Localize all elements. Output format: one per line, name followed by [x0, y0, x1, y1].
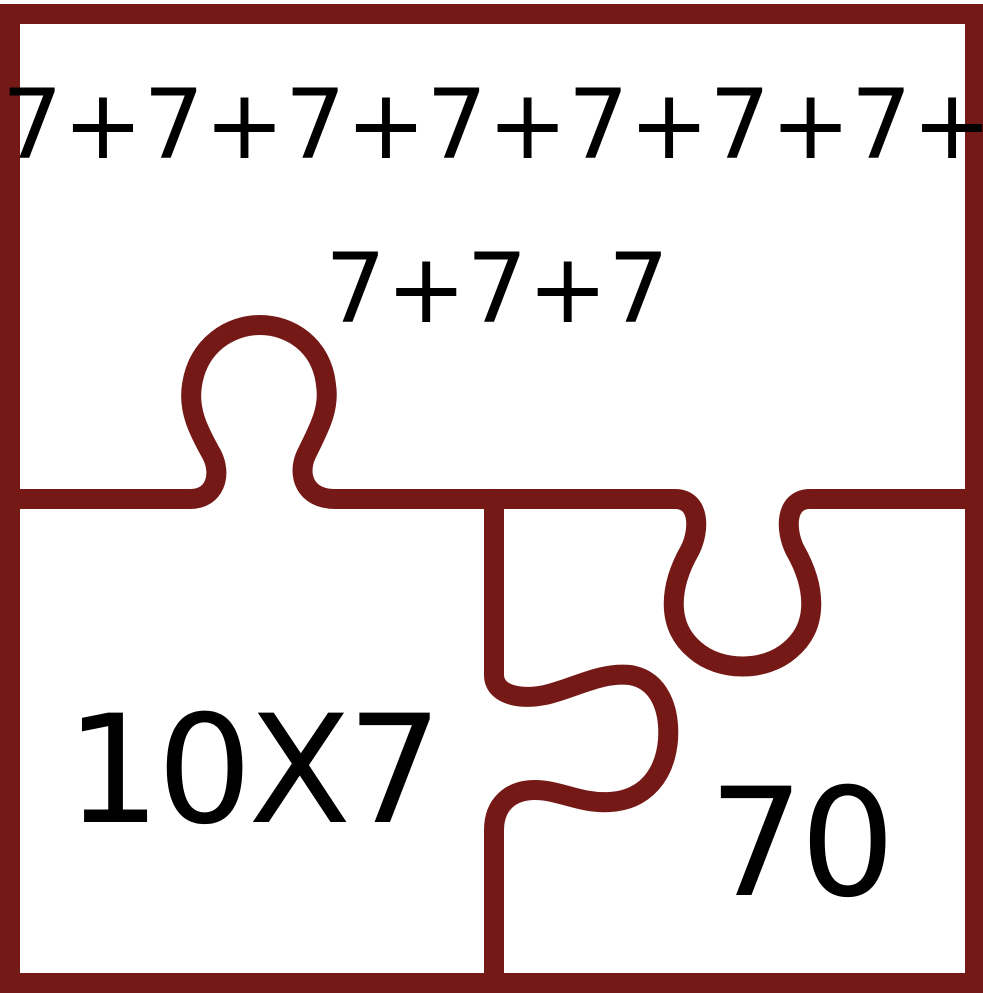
bottom-right-piece-text: 70 [709, 757, 892, 931]
top-piece-line-1: 7+7+7+7+7+7+7+ [2, 69, 983, 181]
top-piece-line-2: 7+7+7 [325, 233, 669, 345]
vertical-seam [494, 499, 668, 983]
bottom-left-piece-text: 10X7 [65, 684, 438, 858]
